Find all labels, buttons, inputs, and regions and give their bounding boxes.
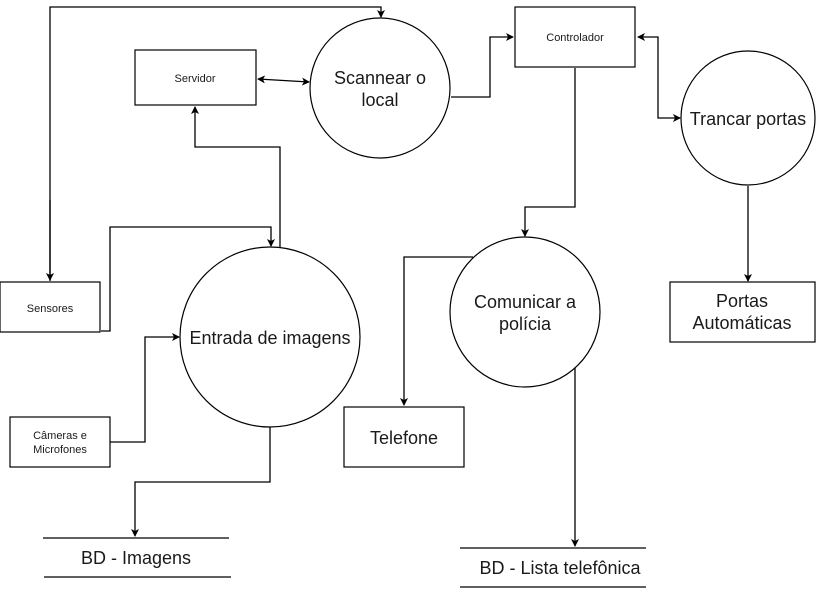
- edge-controlador-comunicar[interactable]: [521, 68, 576, 237]
- process-comunicar-label-line2: polícia: [499, 314, 552, 334]
- process-comunicar-policia[interactable]: Comunicar a polícia: [449, 236, 601, 388]
- edge-scannear-controlador[interactable]: [451, 33, 514, 98]
- process-trancar-label: Trancar portas: [690, 109, 806, 129]
- entity-controlador[interactable]: Controlador: [514, 6, 636, 68]
- process-scannear-label-line1: Scannear o: [334, 68, 426, 88]
- entity-cameras-label-line1: Câmeras e: [33, 430, 87, 442]
- process-entrada-label: Entrada de imagens: [189, 328, 350, 348]
- edge-entrada-servidor[interactable]: [191, 106, 281, 248]
- edge-entrada-imagens[interactable]: [131, 427, 271, 537]
- entity-sensores-label: Sensores: [27, 303, 74, 315]
- store-bd-imagens-label: BD - Imagens: [81, 548, 191, 568]
- entity-portas-label-line1: Portas: [716, 291, 768, 311]
- entity-cameras-label-line2: Microfones: [33, 444, 87, 456]
- edge-sensores-scannear[interactable]: [49, 6, 385, 281]
- process-comunicar-label-line1: Comunicar a: [474, 292, 577, 312]
- entity-cameras-microfones[interactable]: Câmeras e Microfones: [9, 416, 111, 468]
- entity-servidor-label: Servidor: [175, 73, 216, 85]
- entity-telefone-label: Telefone: [370, 428, 438, 448]
- entity-servidor[interactable]: Servidor: [134, 49, 257, 106]
- process-trancar-portas[interactable]: Trancar portas: [680, 50, 816, 186]
- edges: [46, 6, 752, 547]
- store-bd-imagens[interactable]: BD - Imagens: [43, 537, 231, 578]
- entity-sensores[interactable]: Sensores: [0, 281, 101, 333]
- edge-sensores-entrada[interactable]: [101, 226, 275, 332]
- edge-servidor-scannear[interactable]: [257, 75, 310, 86]
- edge-cameras-entrada[interactable]: [110, 333, 180, 443]
- entity-telefone[interactable]: Telefone: [343, 406, 465, 468]
- edge-comunicar-telefone[interactable]: [400, 256, 473, 406]
- entity-controlador-label: Controlador: [546, 32, 604, 44]
- entity-portas-label-line2: Automáticas: [692, 313, 791, 333]
- process-scannear-label-line2: local: [361, 90, 398, 110]
- edge-controlador-trancar[interactable]: [637, 33, 681, 122]
- process-scannear-local[interactable]: Scannear o local: [309, 17, 451, 159]
- process-entrada-imagens[interactable]: Entrada de imagens: [179, 246, 361, 428]
- entity-portas-automaticas[interactable]: Portas Automáticas: [669, 281, 816, 343]
- store-bd-lista-label: BD - Lista telefônica: [479, 558, 641, 578]
- store-bd-lista-telefonica[interactable]: BD - Lista telefônica: [460, 547, 646, 588]
